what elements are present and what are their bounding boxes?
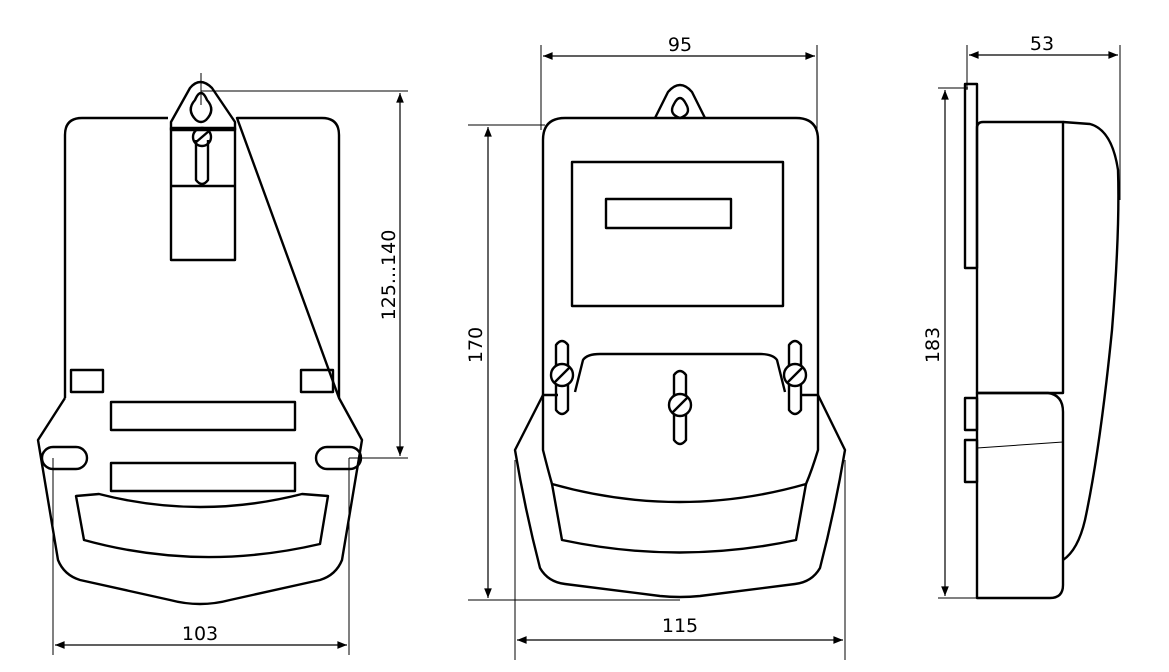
display-window [570,160,785,308]
back-body [63,116,341,400]
front-body [541,116,820,395]
mount-plate [963,82,979,270]
keyhole [189,91,213,124]
dim-back-width: 103 [182,623,218,645]
dim-front-bottom-width: 115 [662,615,698,637]
dim-front-height: 170 [465,327,487,363]
front-view: 95 115 170 [465,34,847,660]
back-view: 103 125...140 [36,73,408,655]
dim-side-height: 183 [922,327,944,363]
lcd-display [604,197,733,230]
front-lower-cover [513,394,847,599]
dim-front-top-width: 95 [668,34,692,56]
dim-back-mount-height: 125...140 [378,230,400,321]
side-main-body [975,120,1065,395]
hanger-tab [169,80,237,132]
back-lower-cover [36,397,364,606]
side-view: 53 183 [922,33,1121,600]
side-lower-body [975,391,1065,600]
mount-block [169,126,237,262]
dim-side-depth: 53 [1030,33,1054,55]
terminal-screws [549,339,808,446]
screw-icon [191,126,213,148]
